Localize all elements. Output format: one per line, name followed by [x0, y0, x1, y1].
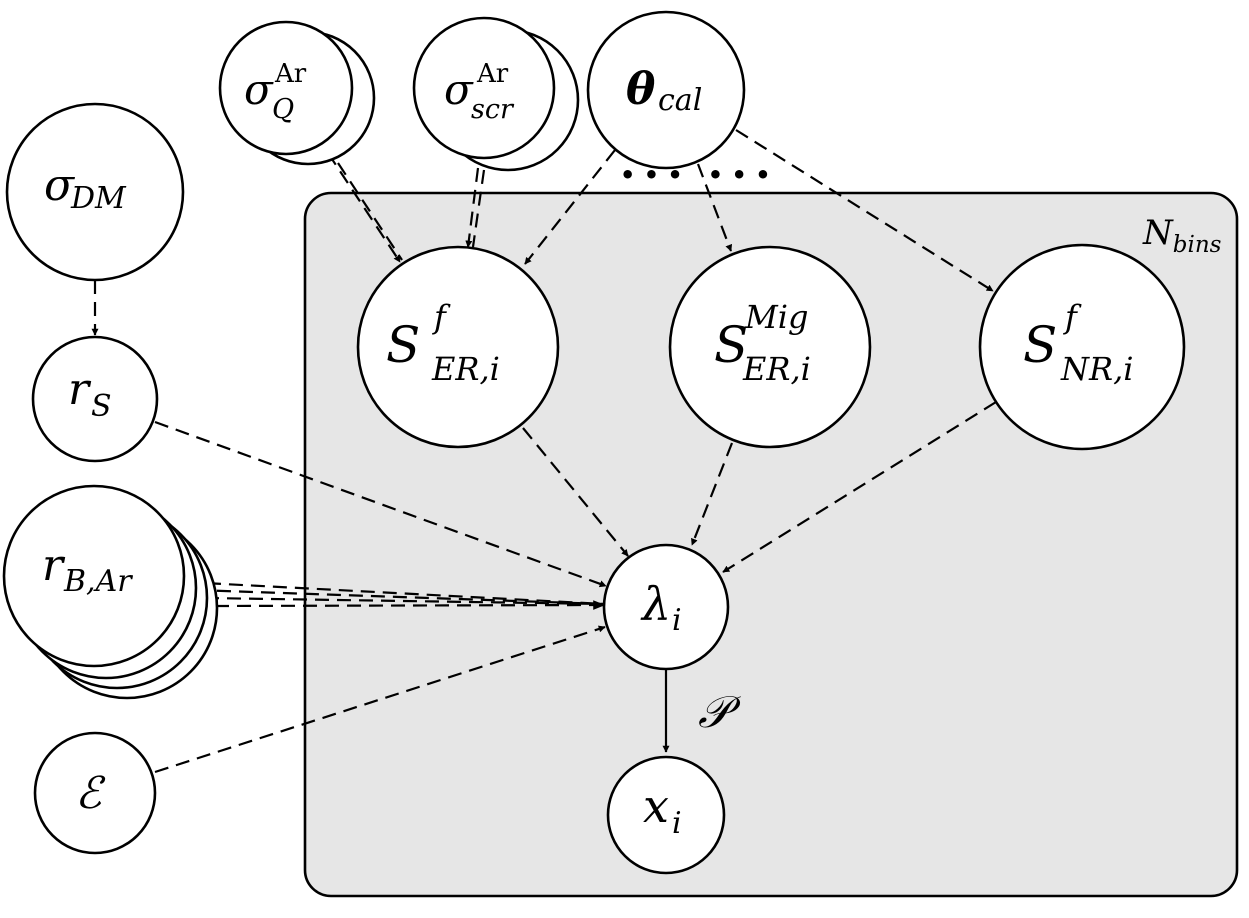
svg-text:ℰ: ℰ [75, 768, 106, 819]
svg-text:ER,i: ER,i [431, 350, 500, 388]
node-x: x i [606, 755, 726, 875]
svg-text:r: r [68, 364, 92, 415]
svg-text:σ: σ [244, 65, 274, 114]
svg-text:σ: σ [44, 160, 76, 211]
svg-text:scr: scr [471, 94, 515, 125]
edge-s-nr-f-to-lambda [722, 401, 997, 573]
edge-r-b-1-to-lambda [184, 580, 605, 606]
node-sigma-scr: σ Ar scr [412, 16, 580, 172]
node-s-er-f: S f ER,i [356, 245, 560, 449]
svg-text:i: i [672, 806, 682, 841]
svg-text:Q: Q [272, 94, 294, 125]
svg-text:B,Ar: B,Ar [63, 564, 133, 599]
node-s-nr-f: S f NR,i [978, 243, 1186, 451]
edges [91, 129, 997, 774]
node-sigma-q: σ Ar Q [218, 20, 376, 166]
svg-text:Ar: Ar [274, 59, 307, 89]
svg-text:S: S [386, 316, 420, 374]
node-r-b-ar: r B,Ar [2, 484, 219, 700]
node-epsilon: ℰ [33, 731, 157, 855]
svg-text:S: S [91, 389, 112, 424]
svg-text:DM: DM [70, 181, 127, 216]
edge-sigma-scr-to-s-er-f [465, 167, 480, 248]
plate-label: Nbins [1142, 213, 1222, 258]
svg-text:x: x [643, 779, 669, 833]
node-theta-cal: θ cal [586, 10, 746, 170]
edge-sigma-scr-shadow-to-s-er-f [471, 169, 486, 248]
svg-text:S: S [1023, 316, 1057, 374]
svg-text:ER,i: ER,i [742, 350, 811, 388]
svg-text:θ: θ [626, 64, 656, 115]
edge-epsilon-to-lambda [154, 625, 606, 774]
svg-text:S: S [714, 316, 748, 374]
svg-text:λ: λ [640, 577, 671, 631]
edge-theta-to-s-nr-f [735, 129, 994, 292]
node-lambda: λ i [602, 543, 730, 671]
edge-theta-to-s-er-f [524, 149, 616, 265]
svg-text:NR,i: NR,i [1060, 350, 1134, 388]
svg-text:Mig: Mig [744, 298, 808, 336]
svg-text:Ar: Ar [476, 59, 509, 89]
edge-r-b-2-to-lambda [194, 588, 605, 606]
svg-text:i: i [672, 603, 682, 638]
svg-text:cal: cal [658, 83, 702, 118]
edge-sigma-q-shadow-to-s-er-f [337, 162, 403, 261]
edge-s-er-f-to-lambda [522, 427, 629, 557]
node-r-s: r S [31, 335, 159, 463]
node-sigma-dm: σ DM [5, 102, 185, 282]
svg-text:σ: σ [444, 65, 474, 114]
node-s-er-mig: S Mig ER,i [668, 245, 872, 449]
edge-r-s-to-lambda [154, 420, 607, 588]
edge-s-er-mig-to-lambda [690, 442, 734, 546]
edge-r-b-3-to-lambda [204, 596, 605, 606]
edge-theta-to-s-er-mig [696, 163, 733, 252]
svg-text:r: r [42, 540, 66, 591]
